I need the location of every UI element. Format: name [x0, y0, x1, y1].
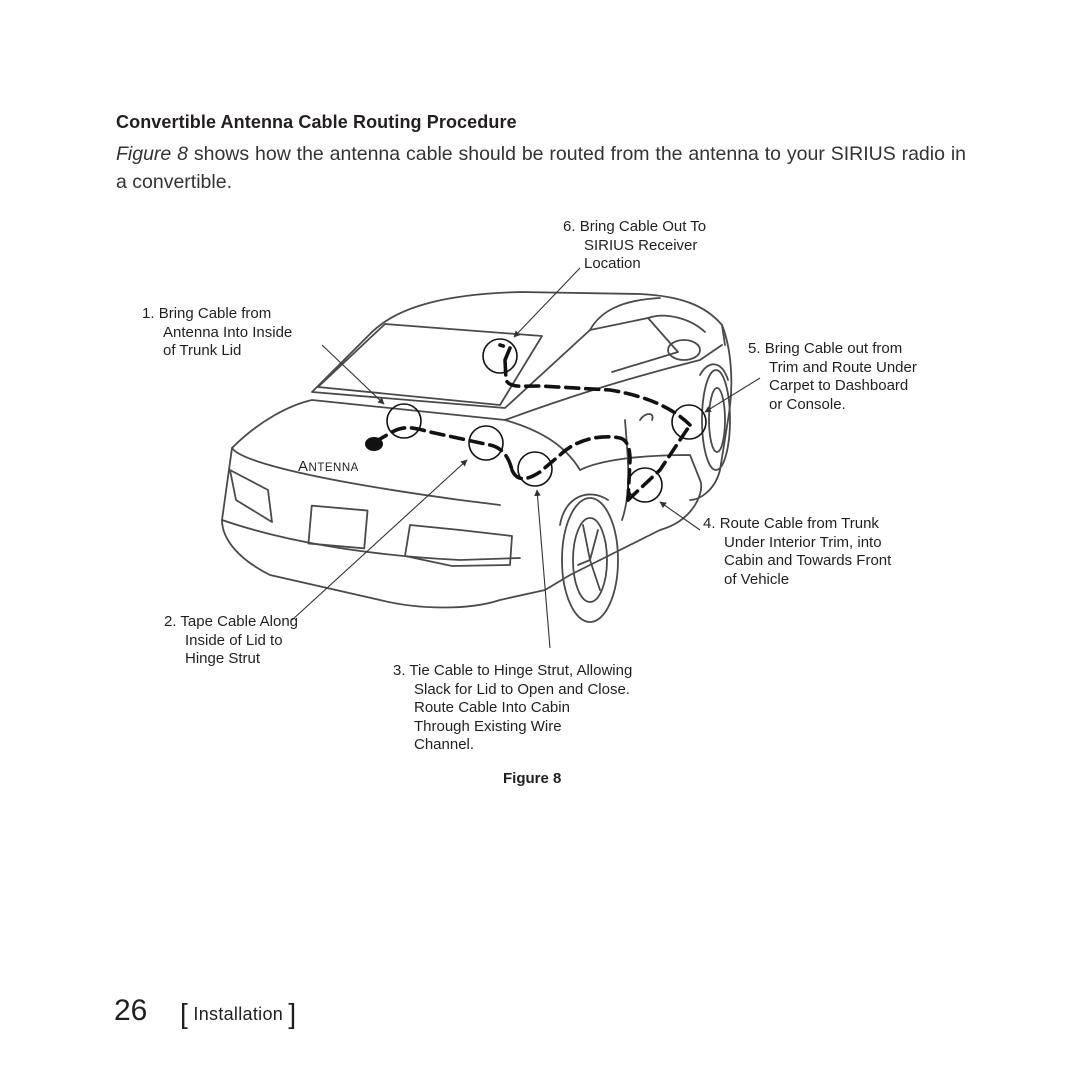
callout-step4: 4. Route Cable from Trunk Under Interior… [703, 515, 891, 589]
antenna-puck [365, 437, 383, 451]
step4-leader [659, 501, 701, 531]
rear-window [317, 323, 543, 406]
step6-circle [482, 338, 518, 374]
section-name: Installation [193, 1004, 284, 1024]
step5-leader [704, 377, 761, 413]
step1-number: 1. [142, 305, 155, 322]
trunk-lid-top [231, 399, 581, 471]
car-outline [221, 291, 733, 623]
step5-line3: Carpet to Dashboard [769, 377, 909, 395]
left-tail-light [229, 469, 273, 523]
side-mirror [667, 339, 701, 361]
front-wheel-arch [699, 363, 729, 381]
step4-line2: Under Interior Trim, into [724, 533, 882, 551]
cable-route [373, 343, 692, 502]
step5-number: 5. [748, 340, 761, 357]
right-tail-light [404, 524, 513, 567]
step4-line4: of Vehicle [724, 570, 790, 588]
door-handle [639, 413, 654, 421]
belt-line [504, 344, 723, 421]
step6-number: 6. [563, 218, 576, 235]
rear-bumper [221, 447, 546, 609]
rear-wheel-spokes [577, 524, 601, 591]
step6-leader [513, 267, 581, 338]
section-heading: Convertible Antenna Cable Routing Proced… [116, 112, 517, 132]
step3-line4: Through Existing Wire [414, 717, 562, 735]
antenna-label: ANTENNA [298, 458, 359, 475]
trunk-lid-edge [231, 447, 501, 506]
step5-line2: Trim and Route Under [769, 358, 917, 376]
step3-line3: Route Cable Into Cabin [414, 699, 570, 717]
step5-line4: or Console. [769, 395, 846, 413]
step1-line2: Antenna Into Inside [163, 323, 293, 341]
callout-step1: 1. Bring Cable from Antenna Into Inside … [142, 305, 292, 361]
rear-panel-line [221, 519, 521, 561]
bracket-close: ] [288, 998, 297, 1029]
antenna-label-initial: A [298, 458, 309, 475]
figure-caption: Figure 8 [503, 770, 562, 787]
step1-line3: of Trunk Lid [163, 342, 242, 360]
windshield-frame [647, 314, 706, 333]
door-line [621, 419, 630, 521]
step2-number: 2. [164, 613, 177, 630]
step2-line2: Inside of Lid to [185, 631, 283, 649]
step4-line1: Route Cable from Trunk [719, 515, 879, 532]
front-fender [689, 324, 733, 501]
rear-wheel [561, 497, 619, 623]
rear-wheel-rim [572, 517, 608, 603]
section-tag: [ Installation ] [180, 998, 296, 1030]
cable-trunk-section [373, 426, 514, 472]
cable-trim-section [626, 423, 692, 502]
front-wheel-rim [708, 387, 726, 453]
step3-number: 3. [393, 662, 406, 679]
step6-line3: Location [584, 255, 641, 273]
step6-line1: Bring Cable Out To [579, 218, 707, 235]
step2-circle [468, 425, 504, 461]
callout-circles [386, 338, 707, 503]
step5-circle [671, 404, 707, 440]
step3-line5: Channel. [414, 736, 475, 754]
page-number: 26 [114, 994, 148, 1027]
step1-leader [321, 344, 385, 405]
step3-leader [534, 489, 551, 649]
callout-step2: 2. Tape Cable Along Inside of Lid to Hin… [164, 613, 298, 669]
cable-cabin-section [510, 435, 632, 502]
cable-dash-section [503, 358, 692, 427]
step3-circle [517, 451, 553, 487]
front-wheel [701, 369, 731, 471]
rear-wheel-arch [559, 493, 609, 526]
intro-text: shows how the antenna cable should be ro… [116, 143, 966, 193]
step4-line3: Cabin and Towards Front [724, 552, 892, 570]
license-plate [307, 504, 369, 550]
callout-step3: 3. Tie Cable to Hinge Strut, Allowing Sl… [393, 662, 632, 755]
step2-leader [291, 459, 468, 621]
rocker-panel [544, 559, 601, 591]
top-side [589, 297, 661, 331]
step3-line2: Slack for Lid to Open and Close. [414, 680, 630, 698]
step4-circle [627, 467, 663, 503]
soft-top [371, 291, 726, 346]
intro-paragraph: Figure 8 shows how the antenna cable sho… [116, 140, 966, 196]
step2-line3: Hinge Strut [185, 650, 261, 668]
callout-step6: 6. Bring Cable Out To SIRIUS Receiver Lo… [563, 218, 706, 274]
figure-reference: Figure 8 [116, 143, 188, 165]
side-window [589, 317, 679, 373]
top-rear-edge [311, 329, 591, 409]
step1-circle [386, 403, 422, 439]
callout-step5: 5. Bring Cable out from Trim and Route U… [748, 340, 917, 414]
bracket-open: [ [180, 998, 189, 1029]
leader-lines [291, 267, 761, 649]
step5-line1: Bring Cable out from [764, 340, 903, 357]
body-side [579, 454, 702, 561]
step3-line1: Tie Cable to Hinge Strut, Allowing [409, 662, 633, 679]
step6-line2: SIRIUS Receiver [584, 236, 698, 254]
step1-line1: Bring Cable from [158, 305, 272, 322]
step2-line1: Tape Cable Along [180, 613, 299, 630]
antenna-label-rest: NTENNA [308, 462, 359, 474]
cable-receiver-end [498, 343, 513, 362]
step4-number: 4. [703, 515, 716, 532]
